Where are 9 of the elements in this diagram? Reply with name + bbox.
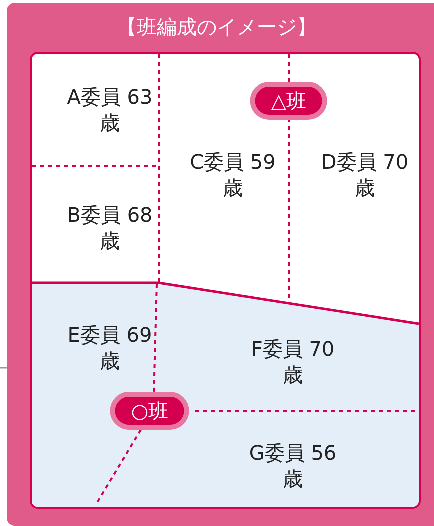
- member-label: D委員 70 歳: [320, 149, 410, 201]
- member-label: C委員 59 歳: [188, 149, 278, 201]
- member-label: E委員 69 歳: [65, 322, 155, 374]
- member-label: F委員 70 歳: [248, 336, 338, 388]
- member-label: B委員 68 歳: [65, 202, 155, 254]
- heading: 【班編成のイメージ】: [116, 14, 318, 41]
- member-label: A委員 63 歳: [65, 84, 155, 136]
- member-label: G委員 56 歳: [248, 440, 338, 492]
- group-badge: ○班: [110, 392, 190, 430]
